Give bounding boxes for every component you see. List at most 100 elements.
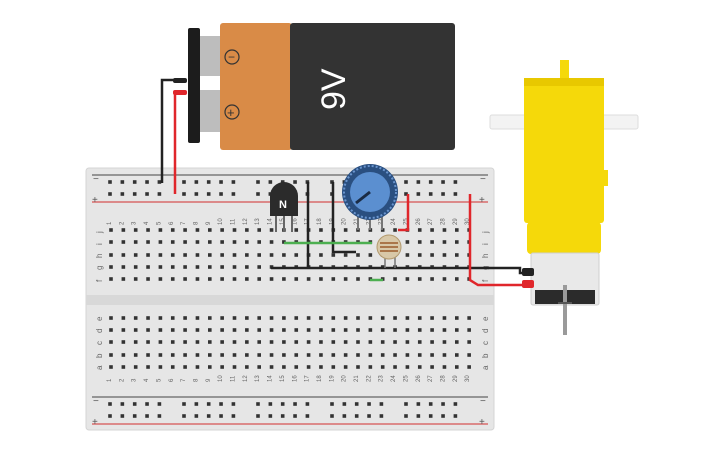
breadboard-hole[interactable]	[430, 353, 434, 357]
breadboard-hole[interactable]	[146, 265, 150, 269]
breadboard-hole[interactable]	[442, 277, 447, 281]
potentiometer-knob-icon[interactable]	[342, 164, 398, 230]
breadboard-hole[interactable]	[319, 328, 323, 332]
breadboard-hole[interactable]	[319, 253, 323, 257]
breadboard-hole[interactable]	[319, 316, 323, 320]
breadboard-hole[interactable]	[442, 240, 447, 244]
breadboard-hole[interactable]	[108, 414, 112, 418]
breadboard-hole[interactable]	[257, 265, 261, 269]
breadboard-hole[interactable]	[146, 365, 150, 369]
breadboard-hole[interactable]	[380, 316, 385, 320]
breadboard-hole[interactable]	[356, 353, 360, 357]
breadboard-hole[interactable]	[133, 240, 138, 244]
breadboard-hole[interactable]	[232, 240, 237, 244]
breadboard-hole[interactable]	[269, 316, 274, 320]
breadboard-hole[interactable]	[343, 277, 348, 281]
breadboard-hole[interactable]	[194, 180, 199, 184]
breadboard-hole[interactable]	[442, 328, 447, 332]
breadboard-hole[interactable]	[331, 277, 336, 281]
breadboard-hole[interactable]	[405, 353, 410, 357]
breadboard-hole[interactable]	[158, 253, 163, 257]
breadboard-hole[interactable]	[467, 365, 471, 369]
breadboard-hole[interactable]	[368, 316, 373, 320]
breadboard-hole[interactable]	[183, 265, 187, 269]
breadboard-hole[interactable]	[121, 340, 126, 344]
breadboard-hole[interactable]	[146, 240, 150, 244]
breadboard-hole[interactable]	[245, 328, 249, 332]
breadboard-hole[interactable]	[145, 192, 149, 196]
breadboard-hole[interactable]	[393, 316, 397, 320]
breadboard-hole[interactable]	[256, 414, 260, 418]
breadboard-hole[interactable]	[206, 402, 211, 406]
breadboard-hole[interactable]	[109, 340, 113, 344]
breadboard-hole[interactable]	[194, 402, 199, 406]
breadboard-hole[interactable]	[256, 192, 260, 196]
breadboard-hole[interactable]	[330, 402, 334, 406]
breadboard-hole[interactable]	[146, 328, 150, 332]
breadboard-hole[interactable]	[245, 365, 249, 369]
breadboard-hole[interactable]	[380, 340, 385, 344]
breadboard-hole[interactable]	[220, 353, 224, 357]
breadboard-hole[interactable]	[109, 253, 113, 257]
breadboard-hole[interactable]	[120, 192, 125, 196]
breadboard-hole[interactable]	[368, 328, 373, 332]
breadboard-hole[interactable]	[356, 328, 360, 332]
breadboard-hole[interactable]	[453, 414, 458, 418]
breadboard-hole[interactable]	[467, 328, 471, 332]
breadboard-hole[interactable]	[109, 240, 113, 244]
breadboard-hole[interactable]	[417, 240, 422, 244]
npn-transistor-icon[interactable]: N	[270, 182, 298, 232]
breadboard-hole[interactable]	[442, 316, 447, 320]
breadboard-hole[interactable]	[132, 414, 137, 418]
breadboard-hole[interactable]	[170, 340, 175, 344]
breadboard-hole[interactable]	[121, 353, 126, 357]
breadboard-hole[interactable]	[145, 402, 149, 406]
breadboard-hole[interactable]	[455, 228, 459, 232]
breadboard-hole[interactable]	[121, 365, 126, 369]
breadboard-hole[interactable]	[393, 340, 397, 344]
breadboard-hole[interactable]	[455, 365, 459, 369]
breadboard-hole[interactable]	[157, 192, 162, 196]
breadboard-hole[interactable]	[367, 414, 371, 418]
breadboard-hole[interactable]	[330, 414, 334, 418]
breadboard-hole[interactable]	[121, 265, 126, 269]
breadboard-hole[interactable]	[208, 365, 212, 369]
breadboard-hole[interactable]	[182, 402, 186, 406]
breadboard-hole[interactable]	[416, 192, 421, 196]
breadboard-hole[interactable]	[379, 414, 384, 418]
breadboard-hole[interactable]	[306, 340, 311, 344]
breadboard-hole[interactable]	[245, 228, 249, 232]
breadboard-hole[interactable]	[245, 265, 249, 269]
breadboard-hole[interactable]	[245, 353, 249, 357]
breadboard-hole[interactable]	[319, 277, 323, 281]
breadboard-hole[interactable]	[379, 402, 384, 406]
breadboard-hole[interactable]	[356, 316, 360, 320]
breadboard-hole[interactable]	[428, 180, 433, 184]
breadboard-hole[interactable]	[343, 340, 348, 344]
battery-9v[interactable]: − + 9V	[188, 23, 455, 150]
breadboard-hole[interactable]	[455, 353, 459, 357]
breadboard-hole[interactable]	[183, 277, 187, 281]
breadboard-hole[interactable]	[208, 228, 212, 232]
breadboard-hole[interactable]	[133, 340, 138, 344]
breadboard-hole[interactable]	[170, 253, 175, 257]
breadboard-hole[interactable]	[195, 353, 200, 357]
breadboard-hole[interactable]	[232, 253, 237, 257]
breadboard-hole[interactable]	[331, 328, 336, 332]
breadboard-hole[interactable]	[442, 353, 447, 357]
breadboard-hole[interactable]	[183, 228, 187, 232]
breadboard-hole[interactable]	[108, 180, 112, 184]
breadboard-hole[interactable]	[133, 353, 138, 357]
breadboard-hole[interactable]	[146, 277, 150, 281]
breadboard-hole[interactable]	[269, 353, 274, 357]
breadboard-hole[interactable]	[146, 228, 150, 232]
breadboard-hole[interactable]	[380, 328, 385, 332]
wire-red-pot[interactable]	[398, 194, 410, 232]
breadboard-hole[interactable]	[343, 316, 348, 320]
breadboard-hole[interactable]	[268, 414, 273, 418]
breadboard-hole[interactable]	[220, 228, 224, 232]
breadboard-hole[interactable]	[380, 365, 385, 369]
breadboard-hole[interactable]	[343, 353, 348, 357]
breadboard-hole[interactable]	[257, 365, 261, 369]
breadboard-hole[interactable]	[430, 277, 434, 281]
